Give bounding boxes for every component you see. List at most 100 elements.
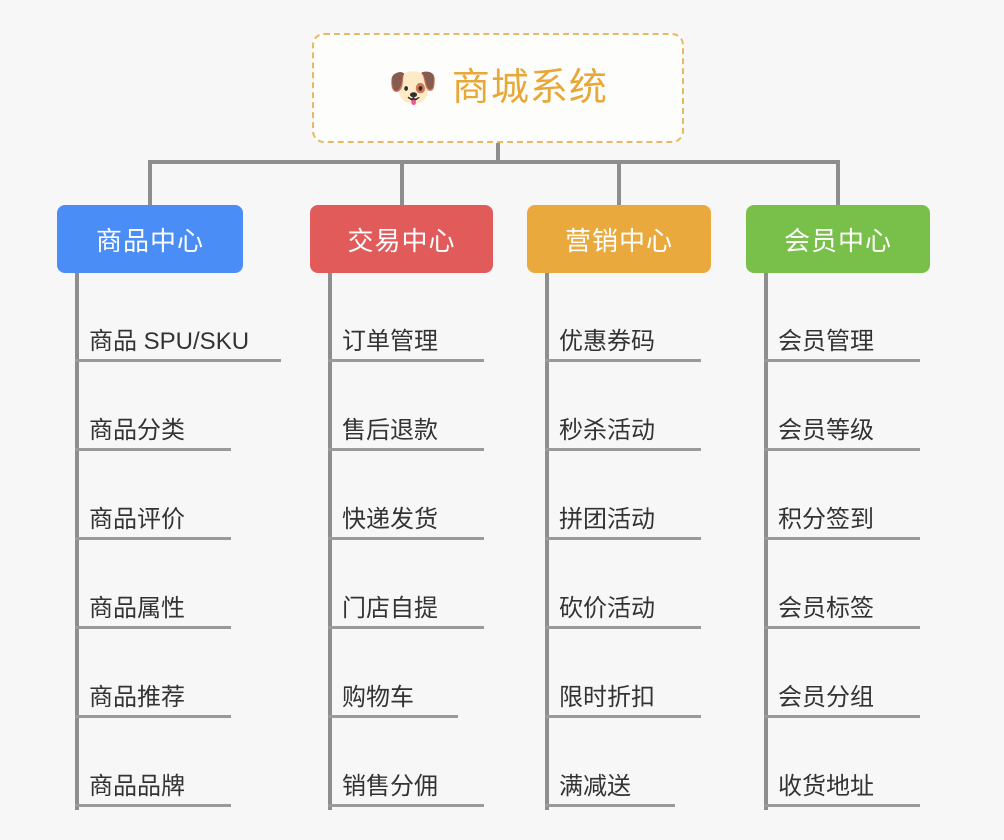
- leaf-label: 售后退款: [342, 417, 438, 444]
- leaf-item[interactable]: 拼团活动: [527, 451, 711, 540]
- leaf-label: 收货地址: [778, 773, 874, 800]
- leaf-underline: [545, 626, 701, 629]
- leaf-underline: [75, 359, 281, 362]
- dog-face-icon: 🐶: [388, 65, 438, 111]
- leaf-label: 砍价活动: [559, 595, 655, 622]
- leaf-item[interactable]: 快递发货: [310, 451, 493, 540]
- leaf-list-member-center: 会员管理会员等级积分签到会员标签会员分组收货地址: [746, 273, 930, 807]
- leaf-label: 积分签到: [778, 506, 874, 533]
- branch-rail-marketing-center: [545, 273, 549, 810]
- leaf-underline: [75, 715, 231, 718]
- leaf-list-product-center: 商品 SPU/SKU 商品分类商品评价商品属性商品推荐商品品牌: [57, 273, 281, 807]
- branch-member-center: 会员中心会员管理会员等级积分签到会员标签会员分组收货地址: [746, 205, 930, 810]
- leaf-item[interactable]: 优惠券码: [527, 273, 711, 362]
- leaf-label: 满减送: [559, 773, 631, 800]
- leaf-label: 限时折扣: [559, 684, 655, 711]
- leaf-label: 快递发货: [342, 506, 438, 533]
- leaf-item[interactable]: 售后退款: [310, 362, 493, 451]
- leaf-label: 商品 SPU/SKU: [89, 328, 250, 355]
- leaf-underline: [764, 448, 920, 451]
- leaf-label: 拼团活动: [559, 506, 655, 533]
- branch-rail-product-center: [75, 273, 79, 810]
- root-title: 商城系统: [451, 67, 608, 109]
- leaf-label: 会员分组: [778, 684, 874, 711]
- leaf-label: 商品品牌: [89, 773, 185, 800]
- branch-header-label: 营销中心: [564, 225, 673, 256]
- leaf-label: 销售分佣: [342, 773, 438, 800]
- leaf-item[interactable]: 会员分组: [746, 629, 930, 718]
- leaf-label: 商品属性: [89, 595, 185, 622]
- leaf-underline: [545, 537, 701, 540]
- leaf-list-trade-center: 订单管理售后退款快递发货门店自提购物车销售分佣: [310, 273, 493, 807]
- branch-trade-center: 交易中心订单管理售后退款快递发货门店自提购物车销售分佣: [310, 205, 493, 810]
- leaf-item[interactable]: 满减送: [527, 718, 711, 807]
- leaf-item[interactable]: 商品分类: [57, 362, 243, 451]
- leaf-underline: [75, 537, 231, 540]
- leaf-item[interactable]: 订单管理: [310, 273, 493, 362]
- leaf-item[interactable]: 积分签到: [746, 451, 930, 540]
- leaf-item[interactable]: 秒杀活动: [527, 362, 711, 451]
- leaf-item[interactable]: 商品推荐: [57, 629, 243, 718]
- leaf-underline: [328, 448, 484, 451]
- leaf-item[interactable]: 会员管理: [746, 273, 930, 362]
- leaf-item[interactable]: 商品品牌: [57, 718, 243, 807]
- leaf-label: 购物车: [342, 684, 414, 711]
- branch-rail-trade-center: [328, 273, 332, 810]
- leaf-item[interactable]: 门店自提: [310, 540, 493, 629]
- leaf-label: 商品评价: [89, 506, 185, 533]
- leaf-underline: [764, 537, 920, 540]
- branch-header-label: 交易中心: [347, 225, 456, 256]
- leaf-underline: [75, 448, 231, 451]
- leaf-label: 门店自提: [342, 595, 438, 622]
- leaf-label: 订单管理: [342, 328, 438, 355]
- leaf-item[interactable]: 限时折扣: [527, 629, 711, 718]
- root-stem: [496, 143, 500, 164]
- leaf-underline: [764, 626, 920, 629]
- branch-drop-product-center: [148, 160, 152, 205]
- leaf-underline: [764, 715, 920, 718]
- leaf-label: 优惠券码: [559, 328, 655, 355]
- leaf-label: 会员管理: [778, 328, 874, 355]
- leaf-item[interactable]: 会员等级: [746, 362, 930, 451]
- leaf-item[interactable]: 商品属性: [57, 540, 243, 629]
- leaf-item[interactable]: 会员标签: [746, 540, 930, 629]
- branch-drop-trade-center: [399, 160, 404, 205]
- horizontal-bus: [150, 160, 838, 164]
- branch-header-trade-center[interactable]: 交易中心: [310, 205, 493, 273]
- leaf-item[interactable]: 砍价活动: [527, 540, 711, 629]
- branch-header-label: 商品中心: [95, 225, 204, 256]
- leaf-underline: [75, 626, 231, 629]
- leaf-underline: [545, 359, 701, 362]
- leaf-label: 会员标签: [778, 595, 874, 622]
- leaf-item[interactable]: 收货地址: [746, 718, 930, 807]
- branch-product-center: 商品中心商品 SPU/SKU 商品分类商品评价商品属性商品推荐商品品牌: [57, 205, 281, 810]
- branch-header-label: 会员中心: [783, 225, 892, 256]
- leaf-underline: [328, 537, 484, 540]
- leaf-label: 会员等级: [778, 417, 874, 444]
- root-node[interactable]: 🐶 商城系统: [312, 33, 684, 143]
- branch-drop-member-center: [836, 160, 840, 205]
- leaf-item[interactable]: 购物车: [310, 629, 493, 718]
- leaf-item[interactable]: 销售分佣: [310, 718, 493, 807]
- branch-drop-marketing-center: [617, 160, 621, 205]
- leaf-item[interactable]: 商品 SPU/SKU: [57, 273, 281, 362]
- leaf-underline: [328, 804, 484, 807]
- leaf-list-marketing-center: 优惠券码秒杀活动拼团活动砍价活动限时折扣满减送: [527, 273, 711, 807]
- leaf-underline: [75, 804, 231, 807]
- leaf-label: 商品分类: [89, 417, 185, 444]
- leaf-underline: [545, 448, 701, 451]
- leaf-underline: [545, 804, 675, 807]
- leaf-label: 秒杀活动: [559, 417, 655, 444]
- leaf-item[interactable]: 商品评价: [57, 451, 243, 540]
- leaf-underline: [764, 359, 920, 362]
- branch-header-product-center[interactable]: 商品中心: [57, 205, 243, 273]
- leaf-label: 商品推荐: [89, 684, 185, 711]
- leaf-underline: [328, 626, 484, 629]
- leaf-underline: [545, 715, 701, 718]
- branch-header-marketing-center[interactable]: 营销中心: [527, 205, 711, 273]
- leaf-underline: [764, 804, 920, 807]
- branch-marketing-center: 营销中心优惠券码秒杀活动拼团活动砍价活动限时折扣满减送: [527, 205, 711, 810]
- branch-header-member-center[interactable]: 会员中心: [746, 205, 930, 273]
- leaf-underline: [328, 359, 484, 362]
